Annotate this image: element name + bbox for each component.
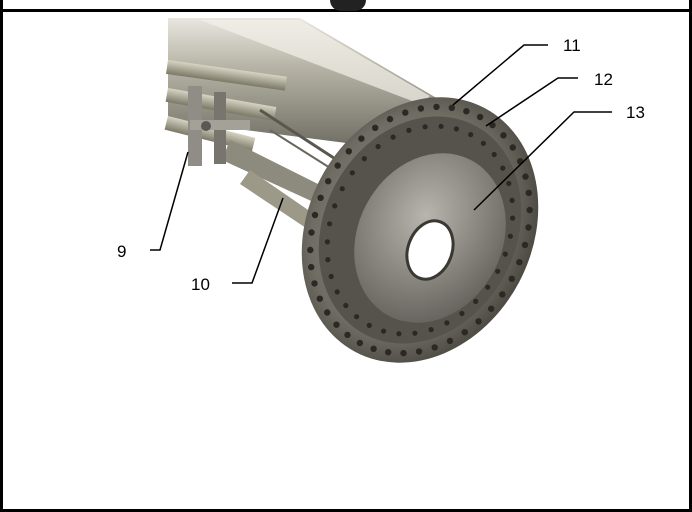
perforation-hole	[356, 339, 364, 347]
perforation-hole	[361, 156, 367, 162]
perforation-hole	[461, 329, 468, 336]
perforation-hole	[485, 284, 491, 290]
perforation-hole	[308, 263, 315, 271]
perforation-hole	[402, 109, 409, 116]
perforation-hole	[334, 289, 340, 295]
leader-line-10	[232, 197, 284, 284]
perforation-hole	[422, 124, 428, 130]
perforation-hole	[500, 165, 506, 171]
perforation-hole	[308, 229, 315, 236]
perforation-hole	[344, 331, 351, 339]
perforation-hole	[448, 104, 455, 112]
perforation-hole	[406, 127, 412, 133]
perforation-hole	[372, 124, 379, 131]
perforation-hole	[307, 246, 314, 254]
perforation-hole	[345, 148, 352, 155]
leader-line-13	[473, 111, 612, 211]
leader-line-12	[485, 77, 578, 127]
perforation-hole	[354, 314, 360, 320]
perforation-hole	[311, 280, 318, 287]
perforation-hole	[386, 115, 394, 123]
perforation-hole	[327, 221, 333, 227]
perforation-hole	[316, 295, 323, 302]
perforation-hole	[521, 241, 529, 249]
perforation-hole	[366, 322, 372, 328]
perforation-hole	[375, 143, 381, 150]
perforation-hole	[400, 349, 407, 357]
perforation-hole	[381, 328, 387, 334]
perforation-hole	[468, 132, 474, 138]
perforation-hole	[446, 337, 454, 345]
perforation-hole	[433, 103, 440, 111]
perforation-hole	[444, 320, 450, 326]
burner-cap	[354, 153, 506, 323]
perforation-hole	[311, 211, 319, 219]
callout-9: 9	[117, 242, 127, 261]
perforation-hole	[508, 275, 515, 282]
perforation-hole	[396, 331, 402, 337]
perforation-hole	[385, 349, 392, 356]
perforation-hole	[317, 194, 324, 201]
perforation-hole	[525, 189, 532, 197]
perforation-hole	[417, 105, 425, 112]
perforation-hole	[502, 251, 508, 257]
callout-12: 12	[594, 70, 613, 89]
perforation-hole	[509, 215, 516, 221]
perforation-hole	[431, 344, 438, 351]
perforation-hole	[480, 140, 486, 146]
perforation-hole	[415, 348, 423, 355]
callout-13: 13	[626, 103, 645, 122]
perforation-hole	[491, 151, 497, 158]
perforation-hole	[495, 268, 501, 274]
perforation-hole	[349, 170, 355, 176]
perforation-hole	[516, 259, 523, 266]
main-gas-tube	[168, 18, 440, 150]
perforation-hole	[343, 302, 349, 309]
callout-11: 11	[563, 36, 581, 55]
perforation-hole	[509, 144, 516, 151]
perforation-hole	[453, 126, 459, 132]
perforation-hole	[476, 113, 484, 121]
perforation-hole	[412, 330, 418, 336]
perforation-hole	[390, 134, 396, 140]
perforation-hole	[328, 273, 334, 280]
perforation-hole	[488, 305, 495, 312]
perforation-hole	[339, 186, 345, 192]
perforation-hole	[463, 108, 470, 115]
perforation-hole	[334, 162, 341, 169]
perforation-hole	[325, 257, 331, 263]
perforation-hole	[333, 321, 340, 328]
perforation-hole	[459, 310, 465, 317]
perforation-hole	[509, 197, 515, 203]
perforation-hole	[475, 318, 482, 325]
leader-lines	[150, 44, 612, 284]
perforation-hole	[499, 291, 506, 298]
perforation-hole	[358, 135, 365, 142]
perforation-hole	[332, 203, 338, 209]
perforation-hole	[325, 178, 332, 185]
perforation-hole	[473, 298, 479, 304]
perforation-hole	[500, 132, 507, 139]
mounting-bracket	[188, 86, 250, 166]
top-page-tab	[330, 0, 366, 11]
perforation-hole	[507, 233, 513, 239]
perforation-hole	[526, 206, 533, 214]
leader-line-11	[452, 44, 548, 106]
perforation-hole	[324, 239, 330, 245]
perforation-hole	[428, 327, 434, 333]
perforation-hole	[324, 309, 331, 316]
perforation-hole	[370, 345, 377, 352]
perforation-hole	[438, 123, 444, 129]
leader-line-9	[150, 151, 189, 251]
perforation-hole	[525, 224, 532, 231]
perforation-hole	[506, 180, 512, 187]
perforation-hole	[522, 173, 529, 180]
callout-10: 10	[191, 275, 210, 294]
